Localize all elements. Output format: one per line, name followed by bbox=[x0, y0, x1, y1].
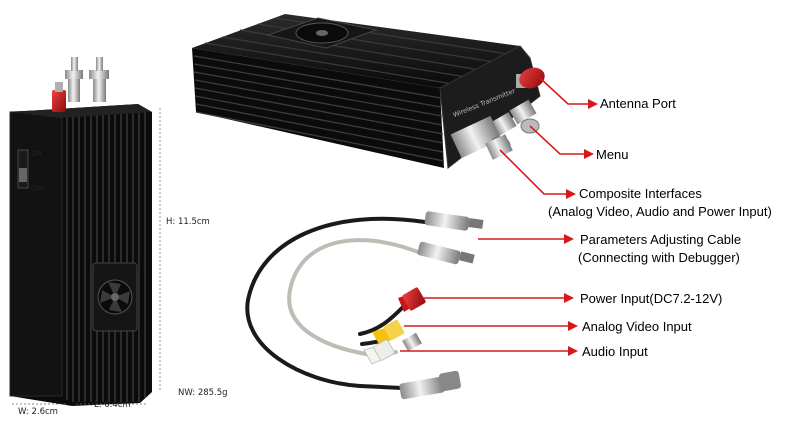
dimension-lines bbox=[12, 108, 161, 405]
analog-video-label: Analog Video Input bbox=[582, 319, 692, 334]
weight-label: NW: 285.5g bbox=[178, 388, 228, 398]
menu-label: Menu bbox=[596, 147, 629, 162]
parameters-cable-label: Parameters Adjusting Cable bbox=[580, 232, 742, 247]
width-dimension: W: 2.6cm bbox=[18, 407, 58, 417]
cable-connectors bbox=[399, 211, 484, 400]
callout-arrowheads bbox=[564, 99, 598, 356]
device-top-view: Wireless Transmitter bbox=[192, 14, 545, 169]
composite-interfaces-label: Composite Interfaces bbox=[579, 186, 702, 201]
antenna-port-label: Antenna Port bbox=[600, 96, 676, 111]
top-connectors bbox=[52, 57, 109, 112]
power-input-label: Power Input(DC7.2-12V) bbox=[580, 291, 723, 306]
parameters-cable-sublabel: (Connecting with Debugger) bbox=[578, 250, 740, 265]
cable-assembly bbox=[245, 216, 427, 390]
switch-off-label: OFF bbox=[31, 185, 45, 193]
length-dimension: L: 6.4cm bbox=[94, 400, 131, 410]
fan-icon bbox=[92, 262, 138, 332]
composite-interfaces-sublabel: (Analog Video, Audio and Power Input) bbox=[548, 204, 772, 219]
switch-on-label: ON bbox=[31, 150, 42, 158]
antenna-connector bbox=[516, 67, 545, 89]
top-fan-icon bbox=[266, 17, 378, 49]
callout-arrows bbox=[400, 77, 590, 352]
composite-connector bbox=[450, 115, 513, 160]
rca-connectors bbox=[363, 287, 426, 365]
height-dimension: H: 11.5cm bbox=[166, 217, 210, 227]
audio-input-label: Audio Input bbox=[582, 344, 648, 359]
device-front-view bbox=[9, 57, 152, 406]
